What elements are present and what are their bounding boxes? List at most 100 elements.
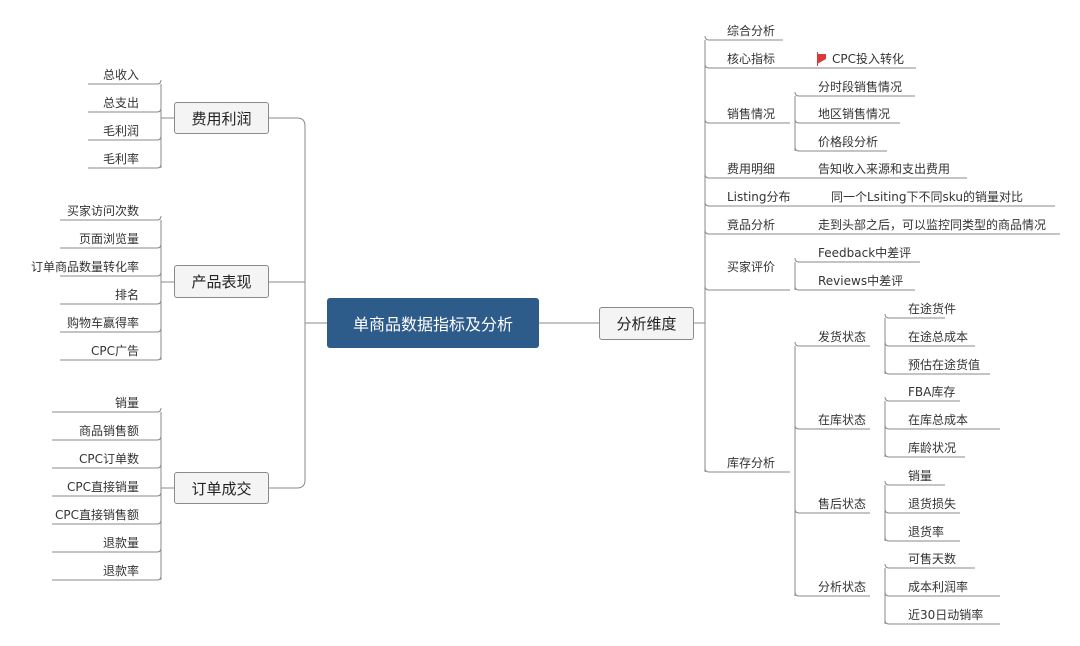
connector [60,299,162,305]
leaf-sellable-days[interactable]: 可售天数 [908,552,957,566]
leaf-cpc-conversion[interactable]: CPC投入转化 [817,51,904,67]
group-shipping[interactable]: 发货状态 [818,330,867,344]
topic-comprehensive[interactable]: 综合分析 [727,24,776,38]
connector [60,243,162,249]
node-order-deal[interactable]: 订单成交 [174,472,269,504]
leaf-income-expense[interactable]: 告知收入来源和支出费用 [818,162,951,176]
leaf-listing-sku[interactable]: 同一个Lsiting下不同sku的销量对比 [831,190,1023,204]
leaf-ranking[interactable]: 排名 [114,288,139,302]
leaf-sales-amount[interactable]: 商品销售额 [78,424,139,438]
connector [60,327,162,333]
node-fee-profit[interactable]: 费用利润 [174,102,269,134]
group-analysis[interactable]: 分析状态 [818,580,867,594]
leaf-total-expense[interactable]: 总支出 [102,96,139,110]
connector [52,463,162,469]
leaf-cpc-direct-sales[interactable]: CPC直接销量 [67,480,139,494]
leaf-page-views[interactable]: 页面浏览量 [78,232,139,246]
connector [88,135,162,141]
connector [52,547,162,553]
topic-competitor[interactable]: 竟品分析 [727,218,776,232]
leaf-reviews[interactable]: Reviews中差评 [818,274,904,288]
topic-sales[interactable]: 销售情况 [727,107,776,121]
connector [884,452,965,458]
topic-inventory[interactable]: 库存分析 [727,456,776,470]
topic-fee-detail[interactable]: 费用明细 [727,162,776,176]
connector [52,407,162,413]
connector [52,519,162,525]
connector [794,591,870,597]
connector [794,91,915,97]
leaf-competitor-monitor[interactable]: 走到头部之后，可以监控同类型的商品情况 [818,218,1047,232]
leaf-gross-margin[interactable]: 毛利率 [102,152,139,166]
connector [794,424,870,430]
group-in-stock[interactable]: 在库状态 [818,413,867,427]
leaf-30day-sellthrough[interactable]: 近30日动销率 [908,608,984,622]
leaf-feedback[interactable]: Feedback中差评 [818,246,912,260]
leaf-buyer-visits[interactable]: 买家访问次数 [66,204,139,218]
connector [884,563,975,569]
leaf-gross-profit[interactable]: 毛利润 [102,124,139,138]
connector [60,271,162,277]
node-analysis-dimension[interactable]: 分析维度 [599,307,694,340]
leaf-region-sales[interactable]: 地区销售情况 [818,107,891,121]
node-product-performance[interactable]: 产品表现 [174,265,269,298]
connector [884,536,960,542]
leaf-cpc-ads[interactable]: CPC广告 [91,344,139,358]
connector [794,146,887,152]
leaf-cpc-orders[interactable]: CPC订单数 [79,452,139,466]
connector [52,435,162,441]
connector [88,163,162,169]
leaf-after-sales-volume[interactable]: 销量 [908,469,933,483]
connector [704,63,790,69]
leaf-fba-stock[interactable]: FBA库存 [908,385,956,399]
connector [794,285,915,291]
leaf-transit-cost[interactable]: 在途总成本 [908,330,969,344]
connector [60,355,162,361]
connector [704,173,790,179]
leaf-refund-count[interactable]: 退款量 [102,536,139,550]
connector [884,341,975,347]
leaf-order-conversion[interactable]: 订单商品数量转化率 [30,260,139,274]
topic-core-metrics[interactable]: 核心指标 [727,52,776,66]
connector [884,313,945,319]
connector [884,369,990,375]
leaf-stock-cost[interactable]: 在库总成本 [908,413,969,427]
leaf-transit-value[interactable]: 预估在途货值 [908,358,981,372]
connector [884,591,1000,597]
leaf-in-transit[interactable]: 在途货件 [908,302,957,316]
leaf-refund-rate[interactable]: 退款率 [102,564,139,578]
connector [884,480,945,486]
connector [794,118,900,124]
connector [269,117,306,323]
leaf-return-loss[interactable]: 退货损失 [908,497,957,511]
leaf-return-rate[interactable]: 退货率 [908,525,945,539]
group-after-sales[interactable]: 售后状态 [818,497,867,511]
leaf-buybox-rate[interactable]: 购物车赢得率 [66,316,139,330]
connector [704,201,800,207]
leaf-price-analysis[interactable]: 价格段分析 [818,135,879,149]
leaf-sales-volume[interactable]: 销量 [114,396,139,410]
connector [269,323,306,489]
central-topic[interactable]: 单商品数据指标及分析 [327,298,539,348]
connector [88,79,162,85]
connector [704,35,783,41]
leaf-cpc-direct-amount[interactable]: CPC直接销售额 [55,508,139,522]
connector [704,467,790,473]
connector [794,508,870,514]
connector [794,341,870,347]
topic-listing[interactable]: Listing分布 [727,190,791,204]
connector [60,215,162,221]
connector [884,396,960,402]
connector [269,281,306,323]
leaf-time-sales[interactable]: 分时段销售情况 [818,80,903,94]
leaf-cost-profit-rate[interactable]: 成本利润率 [908,580,969,594]
connector [794,257,920,263]
connector [884,619,1000,625]
connector [88,107,162,113]
leaf-total-income[interactable]: 总收入 [102,68,139,82]
leaf-stock-age[interactable]: 库龄状况 [908,441,957,455]
topic-buyer-review[interactable]: 买家评价 [727,260,776,274]
connector [884,508,960,514]
